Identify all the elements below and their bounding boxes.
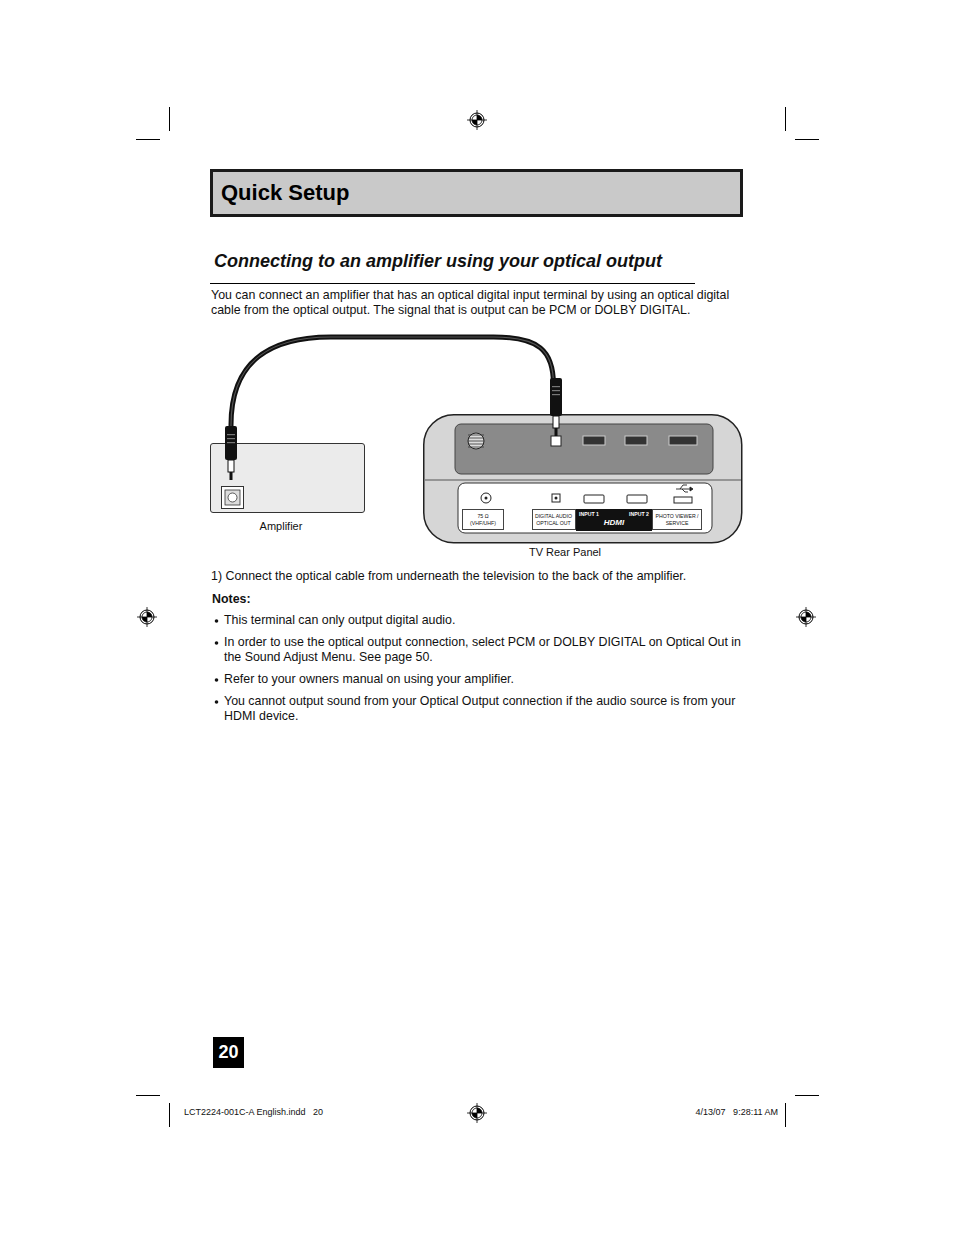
panel-seam: [425, 480, 741, 481]
registration-mark: [137, 607, 157, 627]
coax-thread: [468, 441, 484, 442]
hdmi-port: [583, 436, 605, 445]
bullets: [215, 619, 219, 704]
usb-jack: [674, 497, 692, 503]
coax-connector: [468, 433, 484, 449]
coax-thread: [468, 435, 484, 436]
hdmi-input-row: INPUT 1 INPUT 2: [579, 511, 649, 517]
registration-marks: [137, 110, 816, 1123]
hdmi-jack: [627, 495, 647, 503]
section-heading: Connecting to an amplifier using your op…: [214, 251, 714, 272]
coax-pin: [485, 497, 488, 500]
coax-thread: [468, 444, 484, 445]
page-number-box: 20: [213, 1037, 244, 1068]
page-number: 20: [218, 1042, 238, 1063]
registration-mark: [467, 1103, 487, 1123]
reg-cross: [806, 607, 807, 627]
hdmi-port: [625, 436, 647, 445]
note-text: Refer to your owners manual on using you…: [224, 672, 744, 687]
note-text: This terminal can only output digital au…: [224, 613, 744, 628]
note-text: In order to use the optical output conne…: [224, 635, 744, 665]
coax-jack: [481, 493, 491, 503]
amp-plug: [225, 426, 237, 480]
note-text: You cannot output sound from your Optica…: [224, 694, 744, 724]
hdmi-jack: [584, 495, 604, 503]
coax-body: [468, 433, 484, 449]
footer-date: 4/13/07 9:28:11 AM: [578, 1107, 778, 1117]
port-label-box: DIGITAL AUDIO OPTICAL OUT: [532, 509, 576, 530]
tv-plug: [550, 378, 562, 436]
hdmi-band: INPUT 1 INPUT 2HDMI: [576, 509, 652, 531]
optical-input-jack: [221, 486, 245, 510]
registration-mark: [467, 110, 487, 130]
heading-rule: [210, 283, 695, 284]
intro-paragraph: You can connect an amplifier that has an…: [211, 288, 751, 318]
amplifier: Amplifier: [210, 443, 366, 538]
port-label: INPUT 2: [629, 511, 649, 517]
jack-face: [225, 490, 240, 505]
optical-port: [551, 436, 561, 446]
hdmi-logo: HDMI: [579, 518, 649, 528]
amplifier-body: [210, 443, 365, 513]
tv-rear-panel: TV Rear Panel 75 Ω (VHF/UHF) DIGITAL AUDIO…: [423, 414, 743, 564]
port-label: 75 Ω (VHF/UHF): [465, 513, 501, 525]
usb-port: [669, 436, 697, 445]
footer-file: LCT2224-001C-A English.indd 20: [184, 1107, 434, 1117]
port-label: PHOTO VIEWER / SERVICE: [655, 513, 699, 525]
reg-cross: [477, 1103, 478, 1123]
step-text: 1) Connect the optical cable from undern…: [211, 569, 751, 584]
panel-housing: [424, 415, 742, 543]
port-label: INPUT 1: [579, 511, 599, 517]
header-banner: Quick Setup: [210, 169, 743, 217]
port-label: DIGITAL AUDIO OPTICAL OUT: [535, 513, 573, 525]
usb-branch: [680, 485, 687, 489]
optical-jack: [552, 494, 560, 502]
crop-marks: [136, 107, 819, 1127]
usb-arrow: [690, 487, 693, 491]
usb-stem: [676, 489, 690, 490]
lower-panel: [458, 483, 712, 533]
port-label-box: 75 Ω (VHF/UHF): [462, 509, 504, 530]
optical-hole: [555, 497, 558, 500]
jack-hole: [228, 493, 237, 502]
upper-strip: [455, 424, 713, 474]
registration-mark: [796, 607, 816, 627]
reg-cross: [147, 607, 148, 627]
port-label-box: PHOTO VIEWER / SERVICE: [652, 509, 702, 530]
page-title: Quick Setup: [221, 180, 349, 206]
usb-symbol: [676, 485, 693, 492]
coax-thread: [468, 447, 484, 448]
coax-thread: [468, 438, 484, 439]
amplifier-caption: Amplifier: [256, 520, 306, 532]
jack-frame: [222, 487, 244, 509]
notes-heading: Notes:: [212, 592, 312, 607]
panel-caption: TV Rear Panel: [515, 546, 615, 558]
reg-cross: [477, 110, 478, 130]
usb-branch: [682, 489, 688, 492]
